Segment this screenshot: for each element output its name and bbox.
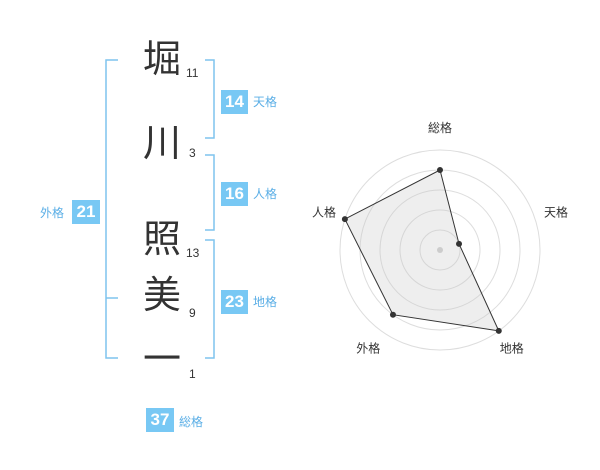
stroke-count-2: 3 [189, 146, 196, 160]
chikaku-label: 地格 [253, 295, 278, 309]
radar-point-3 [495, 327, 502, 334]
radar-area [344, 169, 500, 332]
name-char-5: 一 [142, 337, 181, 381]
radar-point-5 [341, 216, 348, 223]
jinkaku-label: 人格 [253, 187, 278, 201]
name-char-3: 照 [142, 217, 181, 261]
radar-ring [339, 149, 541, 351]
stroke-count-3: 13 [186, 246, 200, 260]
radar-point-4 [389, 311, 396, 318]
name-char-2: 川 [142, 121, 181, 165]
chikaku-value: 23 [221, 290, 248, 314]
stroke-count-1: 11 [186, 66, 199, 80]
radar-axis-label-3: 地格 [500, 341, 524, 356]
radar-axis-label-5: 人格 [312, 204, 336, 219]
stroke-count-5: 1 [189, 367, 196, 381]
radar-ring [399, 209, 481, 291]
radar-axis-label-2: 天格 [544, 204, 568, 219]
soukaku-label: 総格 [179, 415, 204, 429]
radar-center [437, 247, 443, 253]
radar-axis-label-4: 外格 [356, 341, 380, 356]
tenkaku-value: 14 [221, 90, 248, 114]
radar-point-1 [437, 167, 443, 173]
radar-point-2 [456, 240, 463, 247]
radar-ring [379, 189, 501, 311]
name-char-4: 美 [142, 273, 181, 317]
soukaku-value: 37 [146, 408, 174, 432]
radar-axis-label-1: 総格 [428, 120, 452, 135]
tenkaku-label: 天格 [253, 95, 278, 109]
stroke-count-4: 9 [189, 306, 196, 320]
gaikaku-label: 外格 [40, 206, 65, 220]
jinkaku-value: 16 [221, 182, 248, 206]
radar-ring [419, 229, 461, 271]
gaikaku-value: 21 [72, 200, 100, 224]
name-char-1: 堀 [142, 37, 181, 81]
